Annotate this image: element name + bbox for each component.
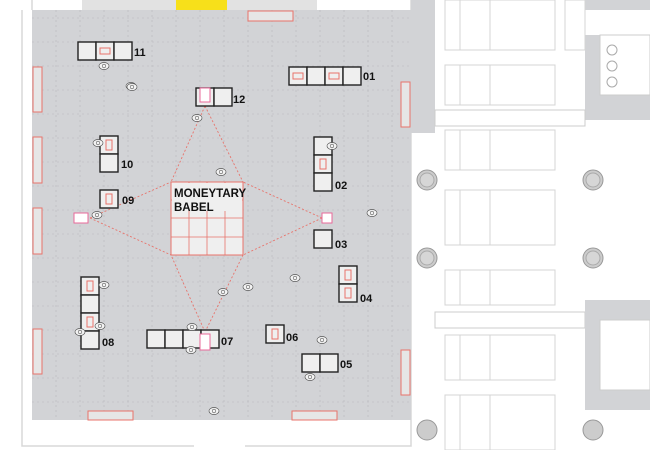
- person-icon: [191, 114, 203, 122]
- person-icon: [126, 83, 138, 91]
- display-case: [182, 329, 202, 349]
- display-case: [77, 41, 97, 61]
- display-case: [319, 353, 339, 373]
- station-03: 03: [313, 229, 347, 251]
- person-icon: [185, 346, 197, 354]
- display-case: [99, 189, 119, 209]
- column-icon: [582, 169, 604, 191]
- display-case: [146, 329, 166, 349]
- exhibit-object: [328, 72, 340, 80]
- station-label: 04: [360, 293, 373, 305]
- person-icon: [186, 323, 198, 331]
- projector-icon: [199, 87, 211, 103]
- station-08: 08: [80, 276, 114, 350]
- column-icon: [416, 419, 438, 441]
- station-label: 01: [363, 71, 375, 83]
- station-label: 11: [134, 47, 146, 59]
- display-case: [313, 154, 333, 174]
- exhibit-object: [86, 316, 94, 328]
- display-case: [265, 324, 285, 344]
- station-11: 11: [77, 41, 146, 61]
- station-label: 09: [122, 195, 134, 207]
- column-icon: [582, 419, 604, 441]
- display-case: [99, 153, 119, 173]
- projector-icon: [321, 212, 333, 224]
- exhibit-object: [344, 269, 352, 281]
- display-case: [288, 66, 308, 86]
- person-icon: [74, 328, 86, 336]
- station-label: 06: [286, 332, 298, 344]
- display-case: [338, 283, 358, 303]
- station-label: 05: [340, 359, 352, 371]
- projector-icon: [73, 212, 89, 224]
- display-case: [164, 329, 184, 349]
- station-label: 12: [233, 94, 245, 106]
- exhibit-object: [99, 47, 111, 55]
- moneytary-babel-installation: MONEYTARY BABEL: [170, 181, 247, 256]
- person-icon: [94, 322, 106, 330]
- exhibit-object: [344, 287, 352, 299]
- person-icon: [92, 139, 104, 147]
- station-label: 08: [102, 337, 114, 349]
- person-icon: [91, 211, 103, 219]
- display-case: [324, 66, 344, 86]
- adjacent-hall: [411, 0, 650, 450]
- station-02: 02: [313, 136, 347, 192]
- display-case: [95, 41, 115, 61]
- display-case: [80, 294, 100, 314]
- station-01: 01: [288, 66, 375, 86]
- person-icon: [98, 62, 110, 70]
- display-case: [313, 229, 333, 249]
- entrance-marker: [176, 0, 227, 10]
- station-06: 06: [265, 324, 298, 344]
- person-icon: [326, 142, 338, 150]
- station-05: 05: [301, 353, 352, 373]
- station-10: 10: [99, 135, 133, 173]
- installation-title: MONEYTARY: [174, 188, 247, 200]
- display-case: [213, 87, 233, 107]
- exhibit-object: [292, 72, 304, 80]
- projector-icon: [199, 333, 211, 351]
- wall-benches: [32, 10, 411, 421]
- display-case: [301, 353, 321, 373]
- column-icon: [416, 169, 438, 191]
- person-icon: [208, 407, 220, 415]
- station-09: 09: [99, 189, 134, 209]
- person-icon: [304, 373, 316, 381]
- station-label: 03: [335, 239, 347, 251]
- sink-icon: [606, 44, 618, 56]
- display-case: [99, 135, 119, 155]
- person-icon: [217, 288, 229, 296]
- display-case: [113, 41, 133, 61]
- display-case: [80, 330, 100, 350]
- exhibit-object: [319, 158, 327, 170]
- display-case: [313, 172, 333, 192]
- exhibit-object: [105, 193, 113, 205]
- station-label: 02: [335, 180, 347, 192]
- display-case: [338, 265, 358, 285]
- person-icon: [98, 281, 110, 289]
- sink-icon: [606, 76, 618, 88]
- wall-top: [227, 0, 317, 10]
- person-icon: [215, 168, 227, 176]
- sink-icon: [606, 60, 618, 72]
- person-icon: [242, 283, 254, 291]
- column-icon: [582, 247, 604, 269]
- person-icon: [316, 336, 328, 344]
- display-case: [306, 66, 326, 86]
- wall-top: [83, 0, 176, 10]
- station-label: 10: [121, 159, 133, 171]
- station-04: 04: [338, 265, 373, 305]
- person-icon: [366, 209, 378, 217]
- installation-subtitle: BABEL: [174, 202, 214, 214]
- exhibit-object: [86, 280, 94, 292]
- station-label: 07: [221, 336, 233, 348]
- exhibit-object: [105, 139, 113, 151]
- column-icon: [416, 247, 438, 269]
- exhibit-object: [271, 328, 279, 340]
- display-case: [342, 66, 362, 86]
- display-case: [80, 276, 100, 296]
- person-icon: [289, 274, 301, 282]
